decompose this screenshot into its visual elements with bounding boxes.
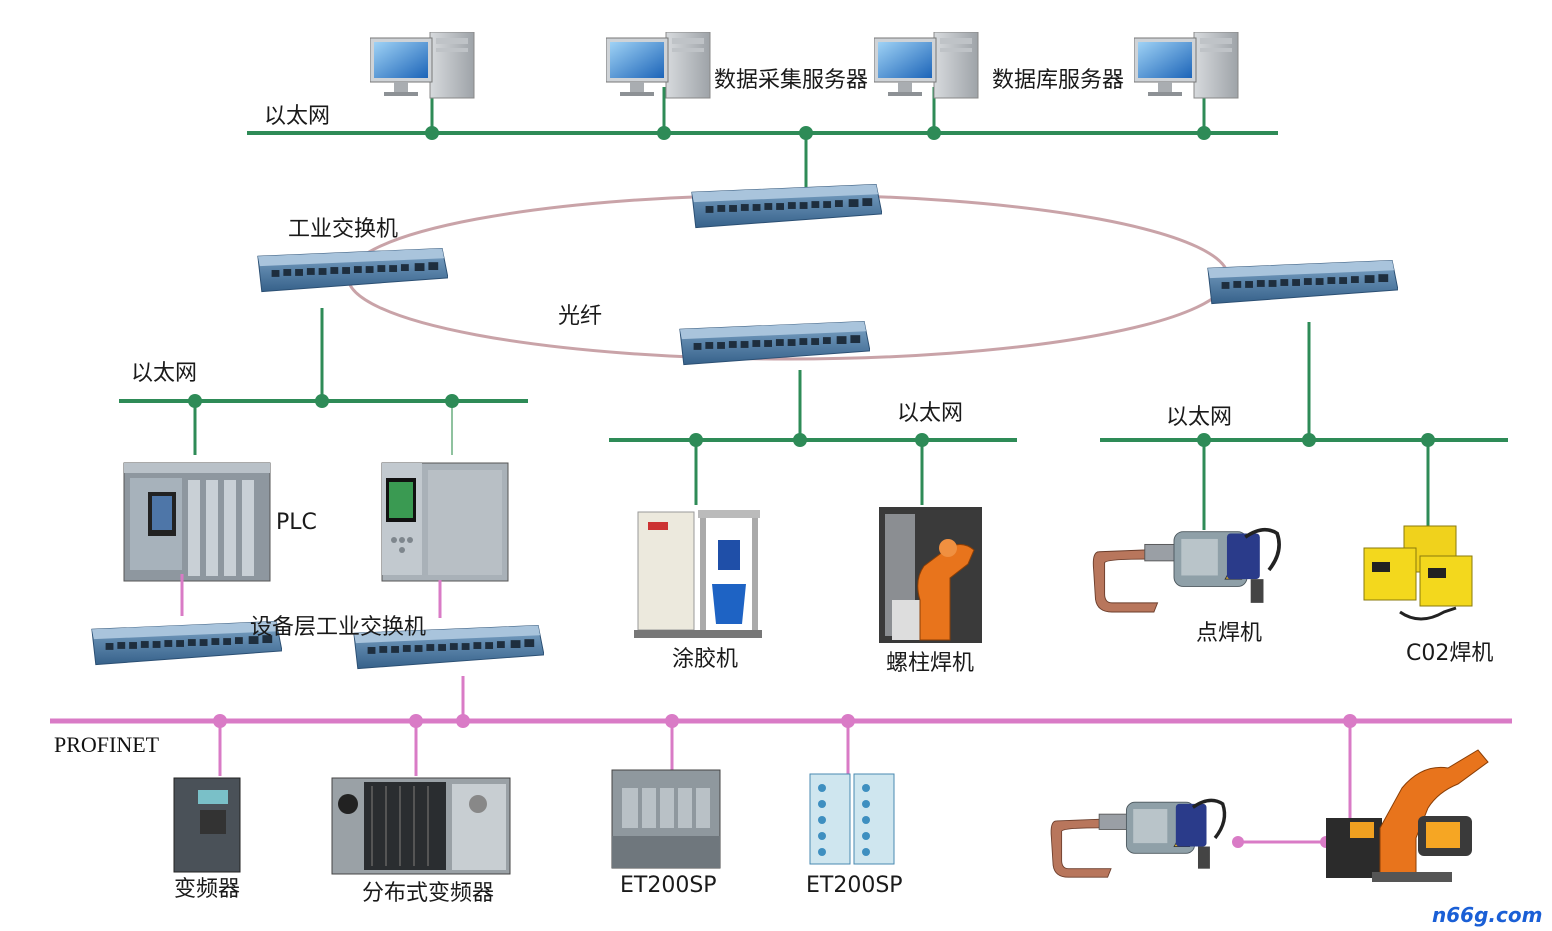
top-ethernet-bus (247, 87, 1278, 188)
co2-welder-icon (1363, 525, 1473, 621)
stud-welder-robot-icon (879, 507, 982, 643)
plc-icon-2 (381, 462, 509, 582)
label-spot-welder: 点焊机 (1196, 621, 1262, 646)
label-ethernet-right: 以太网 (1166, 405, 1232, 430)
spot-welder-icon (1091, 527, 1282, 614)
plc-icon-1 (123, 462, 271, 582)
switch-icon-top (691, 184, 882, 229)
et200sp-icon-1 (611, 769, 721, 869)
distributed-vfd-icon (331, 777, 511, 875)
label-distributed-vfd: 分布式变频器 (362, 881, 494, 906)
et200sp-icon-2 (809, 773, 895, 865)
label-vfd: 变频器 (174, 877, 240, 902)
label-ethernet-middle: 以太网 (897, 401, 963, 426)
glue-machine-icon (634, 510, 762, 638)
watermark: n66g.com (1432, 903, 1542, 927)
vfd-icon (173, 777, 241, 873)
label-plc: PLC (276, 510, 317, 535)
spot-welder-bottom-icon (1049, 798, 1227, 880)
switch-icon-right (1207, 259, 1398, 305)
computer-icon-3 (874, 32, 979, 99)
label-industrial-switch: 工业交换机 (288, 217, 398, 242)
switch-icon-left (257, 247, 448, 293)
middle-ethernet-bus (609, 370, 1017, 505)
label-et200sp-2: ET200SP (806, 873, 903, 898)
computer-icon-1 (370, 32, 475, 99)
plc-profinet-links (180, 574, 465, 721)
computer-icon-4 (1134, 32, 1239, 99)
label-et200sp-1: ET200SP (620, 873, 717, 898)
label-co2-welder: C02焊机 (1406, 641, 1493, 666)
label-glue-machine: 涂胶机 (672, 647, 738, 672)
label-profinet: PROFINET (54, 732, 160, 757)
label-fiber: 光纤 (558, 304, 602, 329)
label-ethernet-top: 以太网 (264, 104, 330, 129)
label-device-layer-switch: 设备层工业交换机 (250, 615, 426, 640)
label-ethernet-left: 以太网 (131, 361, 197, 386)
label-stud-welder: 螺柱焊机 (886, 651, 974, 676)
label-database-server: 数据库服务器 (992, 68, 1124, 93)
computer-icon-2 (606, 32, 711, 99)
welding-robot-icon (1326, 749, 1489, 882)
label-data-acquisition-server: 数据采集服务器 (714, 68, 868, 93)
top-bus-nodes (425, 126, 1211, 140)
right-ethernet-bus (1100, 322, 1508, 530)
